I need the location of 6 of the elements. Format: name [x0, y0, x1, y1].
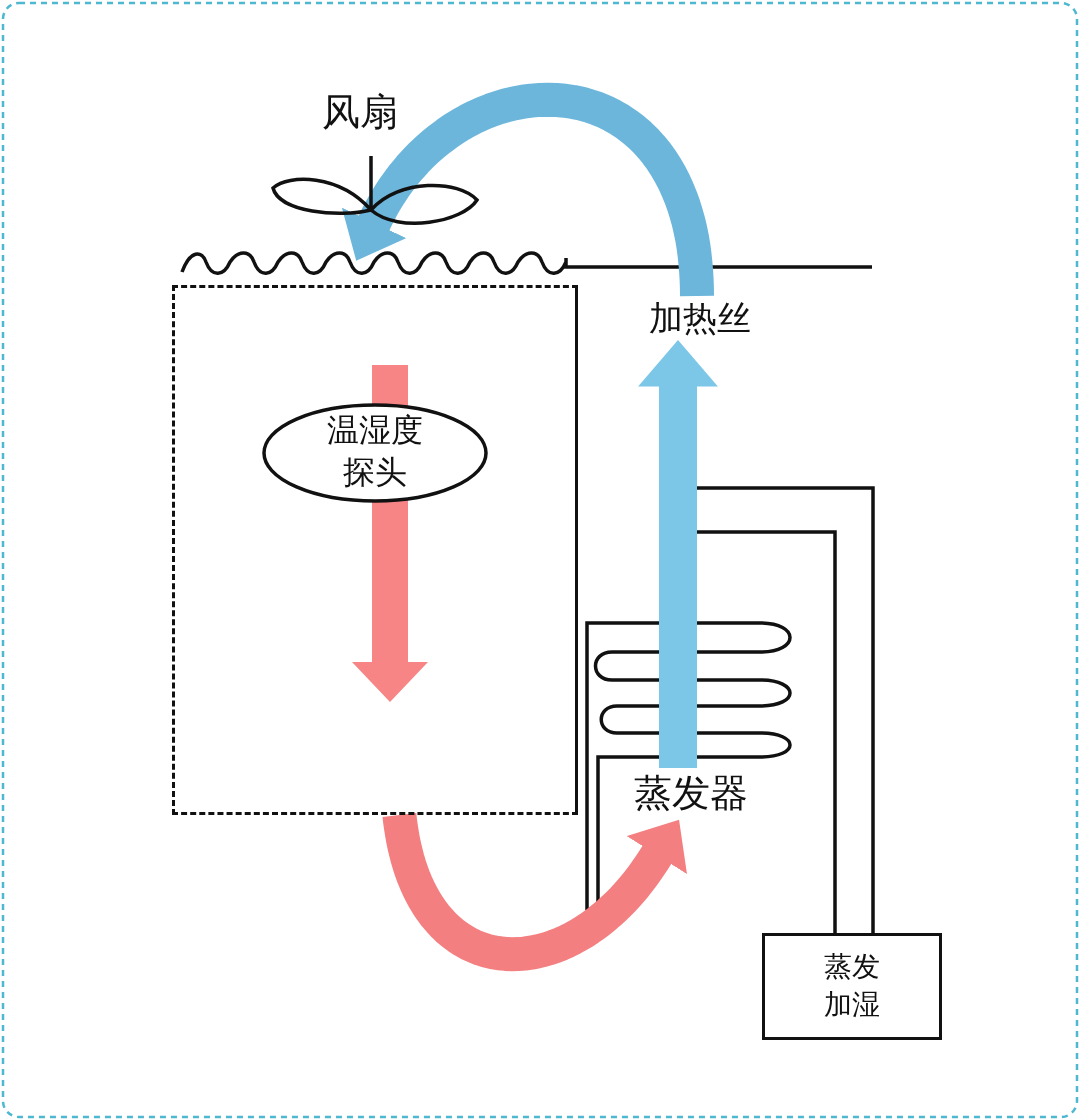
component-label: 蒸发器: [626, 768, 756, 818]
chamber-box: [172, 285, 578, 815]
sensor-ellipse: 温湿度探头: [262, 403, 488, 503]
humidifier-box: 蒸发加湿: [762, 933, 942, 1040]
fan-label: 风扇: [322, 90, 398, 134]
component-label: 加热丝: [640, 296, 760, 340]
